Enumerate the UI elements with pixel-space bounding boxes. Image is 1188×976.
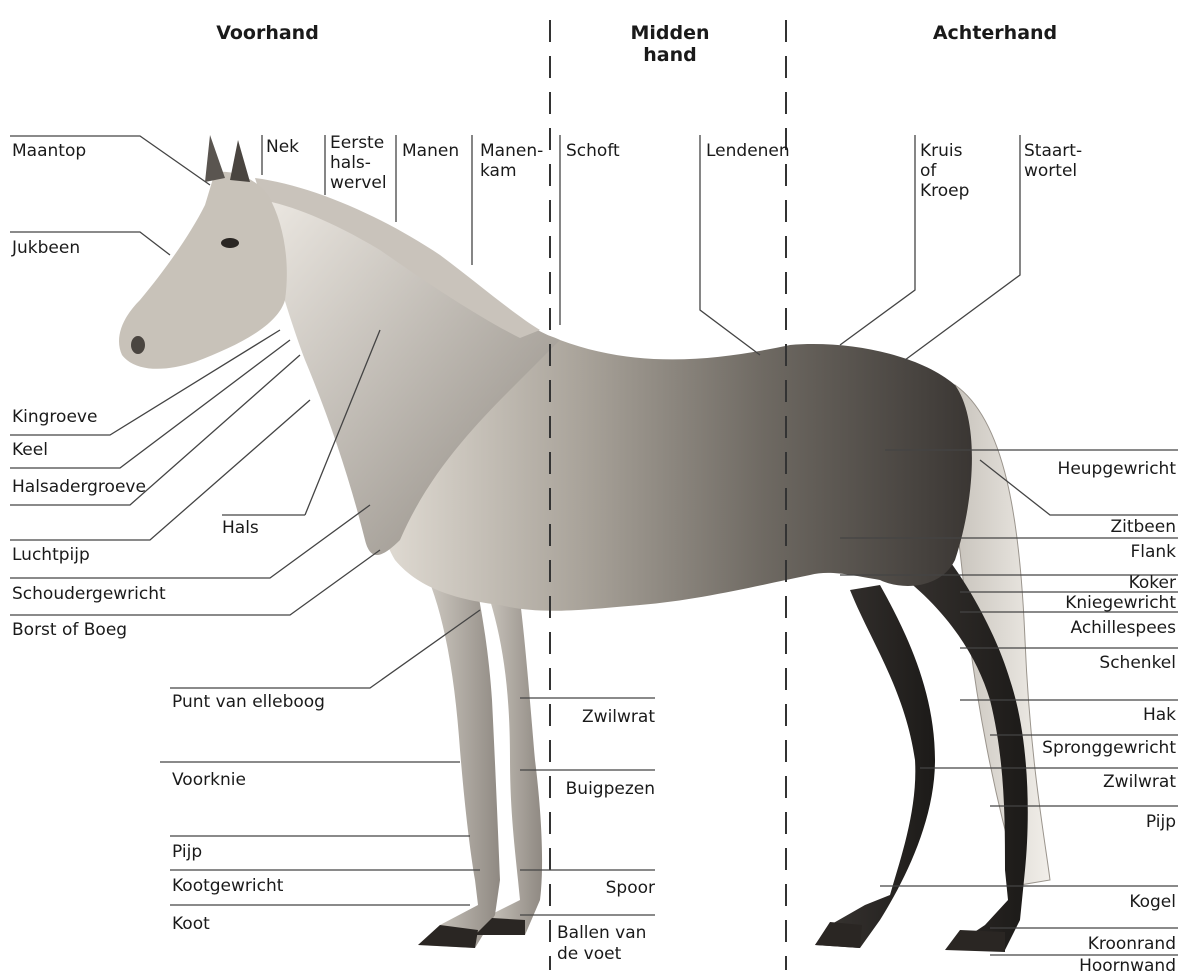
label-borst-of-boeg: Borst of Boeg: [12, 620, 127, 640]
label-pijp-voor: Pijp: [172, 842, 202, 862]
label-koker: Koker: [980, 573, 1176, 593]
label-ballen-van-de-voet-1: Ballen van: [557, 923, 646, 943]
label-lendenen: Lendenen: [706, 141, 790, 161]
label-luchtpijp: Luchtpijp: [12, 545, 90, 565]
label-manenkam-1: Manen-: [480, 141, 543, 161]
label-kootgewricht: Kootgewricht: [172, 876, 283, 896]
label-kruis-1: Kruis: [920, 141, 963, 161]
label-zwilwrat-achter: Zwilwrat: [980, 772, 1176, 792]
label-kruis-2: of: [920, 161, 936, 181]
label-kniegewricht: Kniegewricht: [980, 593, 1176, 613]
ear-back: [230, 140, 250, 182]
label-schoft: Schoft: [566, 141, 620, 161]
nostril: [131, 336, 145, 354]
label-zitbeen: Zitbeen: [980, 517, 1176, 537]
label-maantop: Maantop: [12, 141, 86, 161]
near-fore-leg: [418, 555, 500, 948]
label-staartwortel-2: wortel: [1024, 161, 1077, 181]
label-voorknie: Voorknie: [172, 770, 246, 790]
section-achterhand: Achterhand: [915, 22, 1075, 44]
label-eerste-halswervel-3: wervel: [330, 173, 387, 193]
label-schenkel: Schenkel: [980, 653, 1176, 673]
section-middenhand-line2: hand: [610, 44, 730, 66]
label-staartwortel-1: Staart-: [1024, 141, 1082, 161]
head: [119, 172, 287, 369]
label-kroonrand: Kroonrand: [980, 934, 1176, 954]
label-spronggewricht: Spronggewricht: [980, 738, 1176, 758]
section-voorhand: Voorhand: [200, 22, 335, 44]
ear-front: [205, 135, 225, 182]
far-hind-leg: [815, 585, 935, 948]
label-keel: Keel: [12, 440, 48, 460]
section-middenhand-line1: Midden: [610, 22, 730, 44]
label-punt-van-elleboog: Punt van elleboog: [172, 692, 325, 712]
label-eerste-halswervel-1: Eerste: [330, 133, 384, 153]
label-kruis-3: Kroep: [920, 181, 969, 201]
label-kingroeve: Kingroeve: [12, 407, 97, 427]
label-buigpezen: Buigpezen: [545, 779, 655, 799]
label-kogel: Kogel: [980, 892, 1176, 912]
label-schoudergewricht: Schoudergewricht: [12, 584, 166, 604]
label-jukbeen: Jukbeen: [12, 238, 80, 258]
label-hals: Hals: [222, 518, 259, 538]
eye: [221, 238, 239, 248]
hoof-3: [815, 922, 862, 948]
label-eerste-halswervel-2: hals-: [330, 153, 371, 173]
label-halsadergroeve: Halsadergroeve: [12, 477, 146, 497]
label-pijp-achter: Pijp: [980, 812, 1176, 832]
label-hoornwand: Hoornwand: [980, 956, 1176, 976]
label-manenkam-2: kam: [480, 161, 517, 181]
label-spoor: Spoor: [545, 878, 655, 898]
label-ballen-van-de-voet-2: de voet: [557, 944, 621, 964]
label-zwilwrat-voor: Zwilwrat: [545, 707, 655, 727]
label-flank: Flank: [980, 542, 1176, 562]
label-achillespees: Achillespees: [980, 618, 1176, 638]
label-manen: Manen: [402, 141, 459, 161]
label-koot: Koot: [172, 914, 210, 934]
label-heupgewricht: Heupgewricht: [980, 459, 1176, 479]
label-nek: Nek: [266, 137, 299, 157]
label-hak: Hak: [980, 705, 1176, 725]
